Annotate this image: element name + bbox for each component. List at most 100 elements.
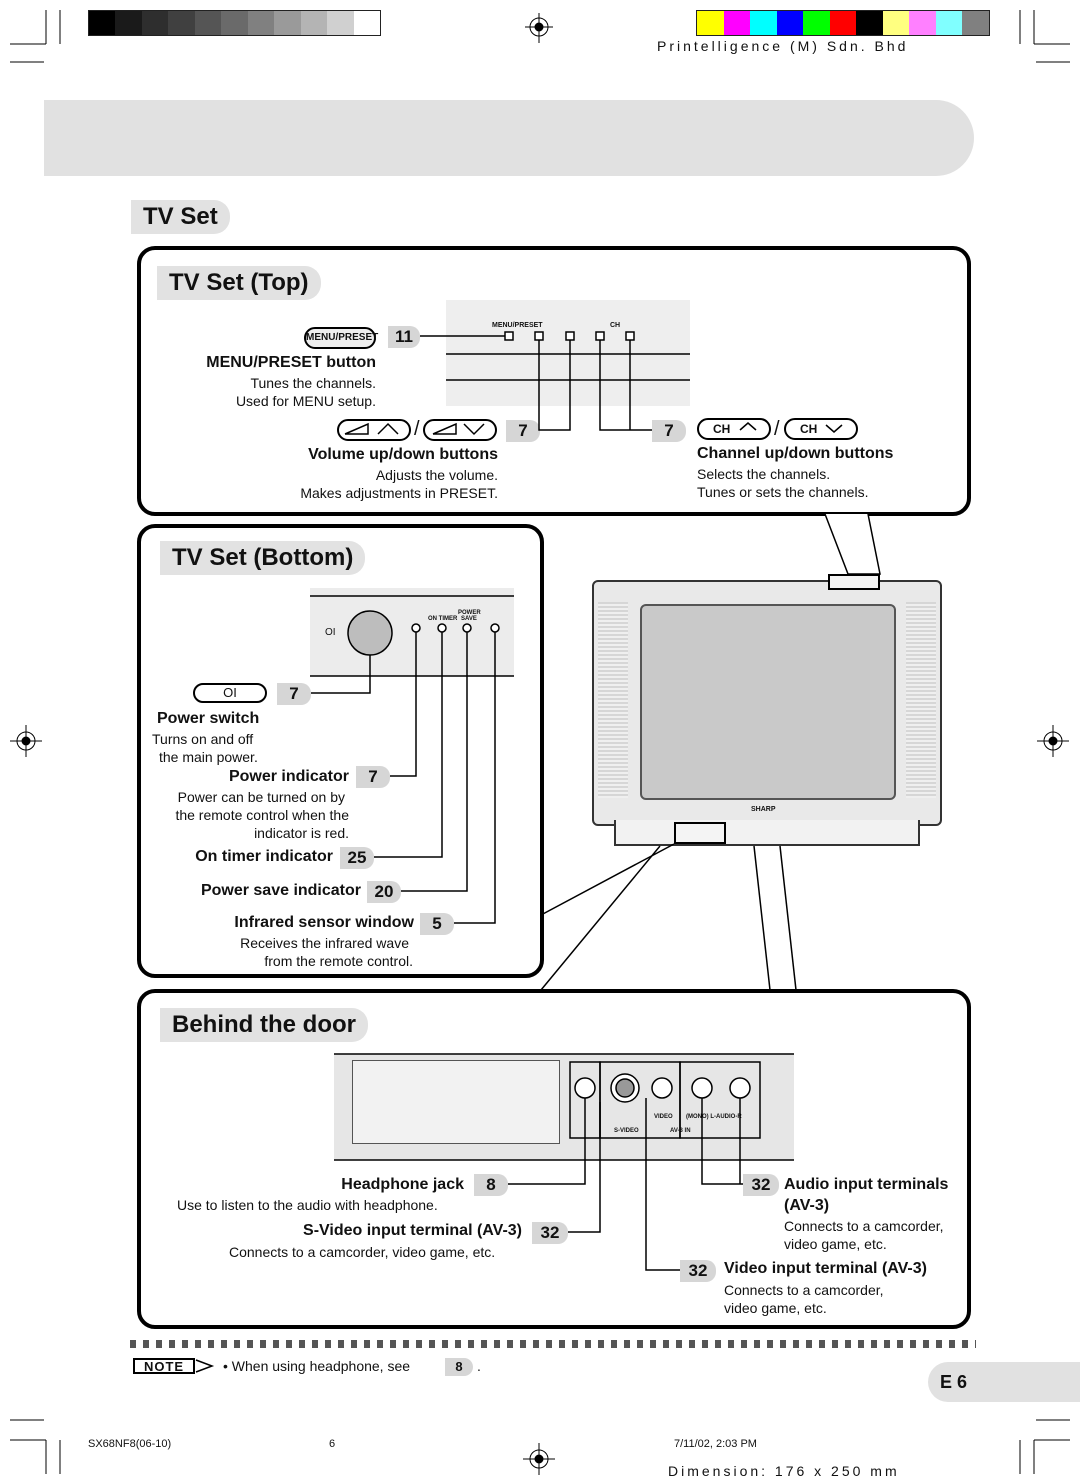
slash-divider: / [774, 418, 780, 440]
svideo-page-ref: 32 [532, 1222, 568, 1244]
volume-up-button-icon [337, 419, 411, 441]
gray-swatch [353, 11, 380, 35]
timer-page-ref: 25 [340, 847, 374, 869]
gray-swatch [221, 11, 248, 35]
gray-calibration-strip [88, 10, 381, 36]
note-label: NOTE [133, 1358, 195, 1374]
indicator-desc-3: indicator is red. [254, 825, 349, 841]
menu-desc-1: Tunes the channels. [250, 375, 376, 391]
channel-desc-2: Tunes or sets the channels. [697, 484, 869, 500]
door-title: Behind the door [160, 1008, 368, 1042]
color-swatch [829, 11, 857, 35]
svideo-desc: Connects to a camcorder, video game, etc… [229, 1244, 496, 1260]
note-end: . [477, 1358, 481, 1374]
volume-desc-2: Makes adjustments in PRESET. [300, 485, 498, 501]
color-calibration-strip [696, 10, 990, 36]
headphone-title: Headphone jack [341, 1176, 464, 1193]
indicator-desc-1: Power can be turned on by [177, 789, 345, 805]
page-tab: E 6 [928, 1362, 1080, 1402]
registration-mark-left [10, 725, 42, 757]
channel-up-button-icon: CH [697, 418, 771, 440]
panel-menu-label: MENU/PRESET [492, 322, 543, 329]
section-title: TV Set [131, 200, 230, 234]
slash-divider: / [414, 418, 420, 440]
color-swatch [697, 11, 724, 35]
video-title: Video input terminal (AV-3) [724, 1260, 927, 1277]
panel-audio-label: (MONO) L-AUDIO-R [686, 1114, 742, 1120]
panel-on-timer-label: ON TIMER [428, 616, 458, 622]
infrared-desc-2: from the remote control. [264, 953, 413, 969]
color-swatch [882, 11, 910, 35]
color-swatch [962, 11, 989, 35]
gray-swatch [327, 11, 354, 35]
headphone-desc: Use to listen to the audio with headphon… [177, 1197, 438, 1213]
power-page-ref: 7 [277, 683, 311, 705]
printer-name: Printelligence (M) Sdn. Bhd [657, 38, 909, 54]
video-desc-1: Connects to a camcorder, [724, 1282, 884, 1298]
gray-swatch [168, 11, 195, 35]
channel-desc-1: Selects the channels. [697, 466, 831, 482]
top-title: TV Set (Top) [157, 266, 321, 300]
gray-swatch [300, 11, 328, 35]
panel-ch-label: CH [610, 322, 621, 329]
tv-screen [640, 604, 896, 800]
power-indicator-title: Power indicator [228, 768, 349, 785]
color-swatch [856, 11, 883, 35]
video-page-ref: 32 [680, 1260, 716, 1282]
volume-page-ref: 7 [506, 420, 540, 442]
save-page-ref: 20 [367, 881, 401, 903]
menu-desc-2: Used for MENU setup. [235, 393, 376, 409]
power-desc-1: Turns on and off [152, 731, 254, 747]
gray-swatch [141, 11, 169, 35]
color-swatch [776, 11, 804, 35]
menu-preset-button-icon: MENU/PRESET [304, 327, 378, 349]
footer-dimension: Dimension: 176 x 250 mm [668, 1463, 900, 1479]
panel-power-symbol: OI [325, 627, 336, 638]
footer-code: SX68NF8(06-10) [88, 1438, 172, 1450]
door-compartment [352, 1060, 560, 1144]
infrared-page-ref: 5 [420, 913, 454, 935]
volume-desc-1: Adjusts the volume. [375, 467, 498, 483]
gray-swatch [194, 11, 222, 35]
indicator-page-ref: 7 [356, 766, 390, 788]
volume-down-button-icon [423, 419, 497, 441]
tv-speaker-left [598, 602, 628, 798]
panel-svideo-label: S-VIDEO [614, 1128, 639, 1134]
audio-desc-1: Connects to a camcorder, [784, 1218, 944, 1234]
power-switch-title: Power switch [157, 710, 260, 727]
footer-page: 6 [329, 1438, 336, 1450]
note-page-ref: 8 [445, 1358, 473, 1376]
audio-desc-2: video game, etc. [784, 1236, 887, 1252]
svideo-title: S-Video input terminal (AV-3) [303, 1222, 522, 1239]
on-timer-title: On timer indicator [195, 848, 333, 865]
audio-page-ref: 32 [743, 1174, 779, 1196]
channel-page-ref: 7 [652, 420, 686, 442]
color-swatch [723, 11, 751, 35]
panel-save-label: SAVE [461, 616, 477, 622]
color-swatch [935, 11, 963, 35]
header-banner [44, 100, 974, 176]
footer-date: 7/11/02, 2:03 PM [674, 1438, 757, 1450]
color-swatch [803, 11, 830, 35]
gray-swatch [274, 11, 301, 35]
registration-mark-bottom [523, 1443, 555, 1475]
tv-bottom-control-highlight [674, 822, 726, 844]
audio-title-1: Audio input terminals [784, 1176, 949, 1193]
audio-title-2: (AV-3) [784, 1197, 830, 1214]
power-desc-2: the main power. [159, 749, 258, 765]
power-save-title: Power save indicator [200, 882, 361, 899]
channel-title: Channel up/down buttons [697, 445, 894, 462]
volume-title: Volume up/down buttons [308, 446, 498, 463]
infrared-title: Infrared sensor window [234, 914, 414, 931]
gray-swatch [115, 11, 142, 35]
tv-brand-logo: SHARP [751, 806, 776, 813]
power-button-icon: OI [193, 683, 267, 703]
color-swatch [750, 11, 777, 35]
tv-front-door [614, 820, 920, 846]
tv-speaker-right [906, 602, 936, 798]
indicator-desc-2: the remote control when the [175, 807, 349, 823]
menu-preset-title: MENU/PRESET button [206, 354, 376, 371]
note-text: • When using headphone, see [223, 1358, 411, 1374]
